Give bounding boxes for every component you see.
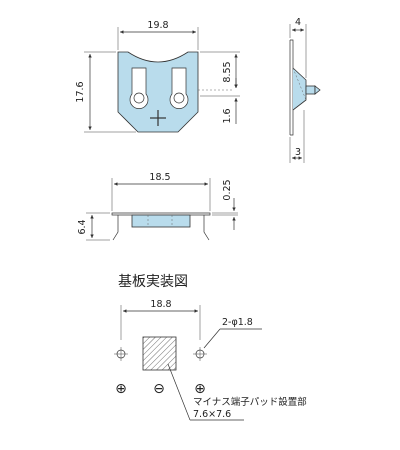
front-profile <box>111 212 211 216</box>
side-profile <box>289 39 294 136</box>
dim-width-label: 19.8 <box>147 20 168 31</box>
dim-front-height-label: 6.4 <box>77 219 88 234</box>
dim-front-width-label: 18.5 <box>149 172 170 183</box>
side-spring <box>292 67 307 111</box>
dim-thickness-label: 0.25 <box>222 179 233 200</box>
front-body <box>131 214 191 228</box>
front-right-pin <box>203 215 210 241</box>
dim-center-label: 8.55 <box>222 61 233 82</box>
minus-symbol: ⊖ <box>153 381 165 397</box>
minus-pad <box>142 336 177 371</box>
dim-height-label: 17.6 <box>75 81 86 102</box>
left-hole <box>114 347 128 361</box>
right-hole <box>193 347 207 361</box>
dim-tab-label: 1.6 <box>222 108 233 123</box>
left-slot-hole <box>133 92 145 104</box>
pad-size: 7.6×7.6 <box>193 409 231 420</box>
right-slot-hole <box>173 92 185 104</box>
plus-symbol-left: ⊕ <box>115 381 127 397</box>
side-terminal <box>305 85 316 95</box>
pcb-layout: 基板実装図 18.8 2-φ1.8 ⊕ ⊖ ⊕ マイナス端子パッド設置部 <box>114 273 307 421</box>
pcb-layout-title: 基板実装図 <box>118 273 188 290</box>
hole-note: 2-φ1.8 <box>222 317 253 328</box>
dim-side-top-label: 4 <box>295 17 301 28</box>
pad-note: マイナス端子パッド設置部 <box>193 396 307 408</box>
plus-symbol-right: ⊕ <box>194 381 206 397</box>
front-left-pin <box>112 215 119 241</box>
front-view: 18.5 0.25 6.4 <box>77 172 238 241</box>
dim-side-bottom-label: 3 <box>295 147 301 158</box>
side-view: 4 3 <box>289 17 321 163</box>
top-view: 19.8 17.6 8.55 1.6 <box>75 20 240 133</box>
dim-pcb-width-label: 18.8 <box>150 299 171 310</box>
